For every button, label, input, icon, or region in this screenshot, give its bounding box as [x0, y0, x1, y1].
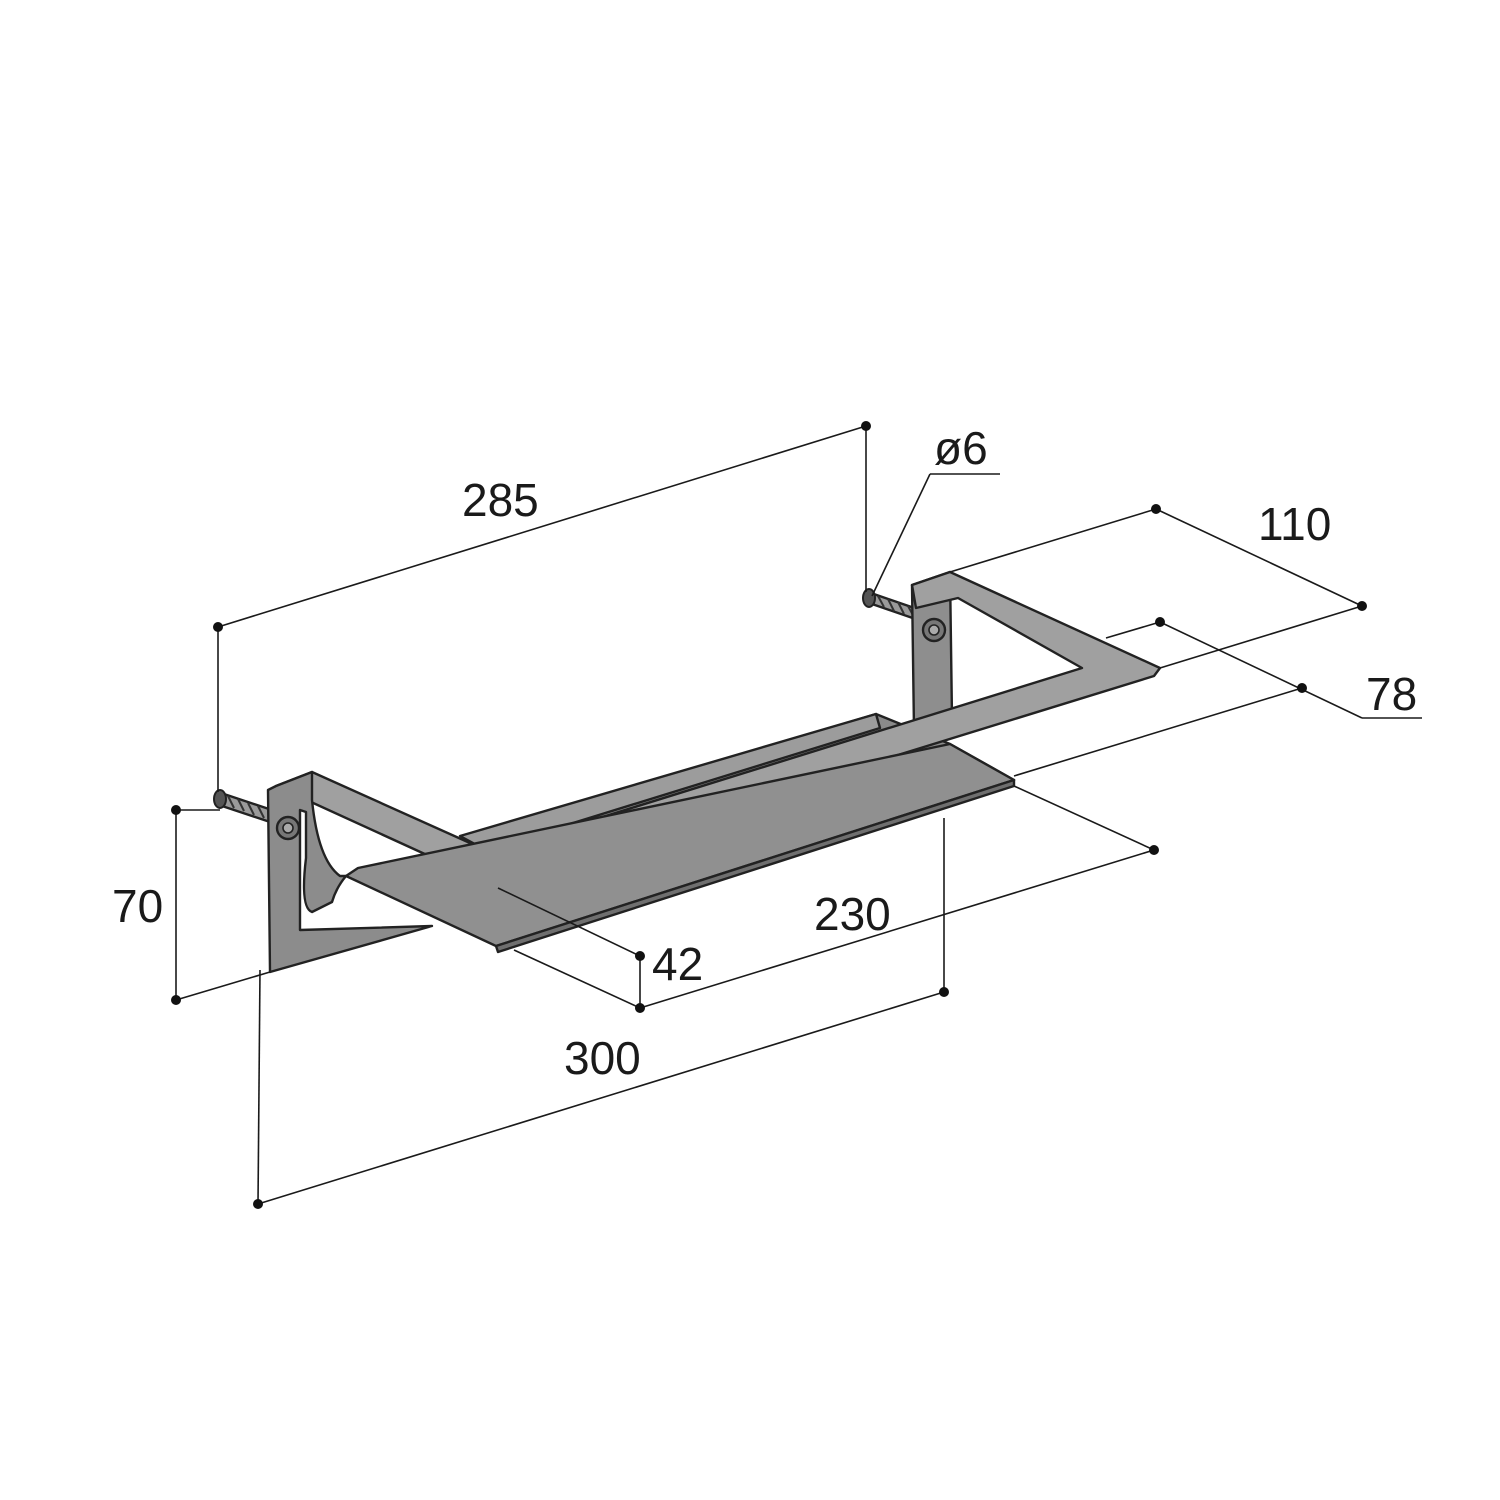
right-screw-head: [862, 588, 876, 608]
dim-label-300: 300: [564, 1032, 641, 1084]
left-screw-head: [213, 789, 227, 809]
shelf-illustration: [213, 570, 1162, 974]
dim-label-screw-diameter: ø6: [934, 422, 988, 474]
dim-label-285: 285: [462, 474, 539, 526]
dim-label-230: 230: [814, 888, 891, 940]
left-wall-screw: [213, 789, 284, 828]
dimension-lines: [171, 421, 1422, 1209]
dimension-labels: 285 ø6 110 78 70 230 42 300: [112, 422, 1417, 1084]
dim-label-70: 70: [112, 880, 163, 932]
dim-label-42: 42: [652, 938, 703, 990]
dim-label-110: 110: [1258, 498, 1331, 550]
left-wall-bracket: [266, 770, 434, 974]
dim-label-78: 78: [1366, 668, 1417, 720]
